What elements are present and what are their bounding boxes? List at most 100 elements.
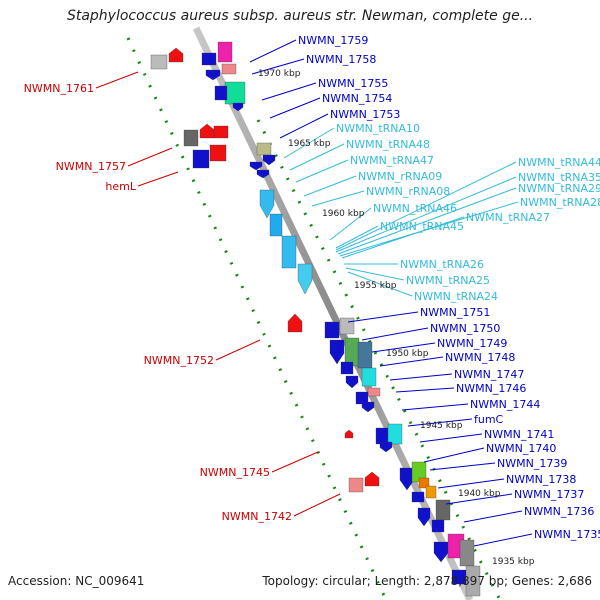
gene-label[interactable]: NWMN_1739 <box>497 457 567 470</box>
gene-feature[interactable] <box>262 154 276 166</box>
gene-label-reverse[interactable]: NWMN_1757 <box>56 160 126 173</box>
gene-feature[interactable] <box>269 213 283 237</box>
leader-line <box>395 387 455 393</box>
gene-label[interactable]: NWMN_1748 <box>445 351 515 364</box>
gene-feature[interactable] <box>217 41 233 63</box>
rna-label[interactable]: NWMN_tRNA35 <box>518 171 600 184</box>
gene-feature[interactable] <box>224 81 246 105</box>
gene-feature[interactable] <box>232 102 244 112</box>
rna-label[interactable]: NWMN_rRNA08 <box>366 185 450 198</box>
gene-label[interactable]: fumC <box>474 413 504 426</box>
rna-label[interactable]: NWMN_tRNA24 <box>414 290 498 303</box>
gene-feature[interactable] <box>329 339 345 365</box>
gene-label-reverse[interactable]: NWMN_1752 <box>144 354 214 367</box>
gene-label[interactable]: NWMN_1737 <box>514 488 584 501</box>
gene-label[interactable]: NWMN_1751 <box>420 306 490 319</box>
gene-feature[interactable] <box>297 263 313 295</box>
gene-feature[interactable] <box>213 125 229 139</box>
gene-feature[interactable] <box>192 149 210 169</box>
gene-label[interactable]: NWMN_1738 <box>506 473 576 486</box>
rna-label[interactable]: NWMN_tRNA48 <box>346 138 430 151</box>
gene-feature[interactable] <box>256 169 270 179</box>
gene-feature[interactable] <box>399 467 415 491</box>
gene-feature[interactable] <box>367 387 381 397</box>
leader-line <box>95 71 139 89</box>
gene-feature[interactable] <box>417 507 431 527</box>
gene-label[interactable]: NWMN_1753 <box>330 108 400 121</box>
gene-feature[interactable] <box>344 337 360 367</box>
gene-feature[interactable] <box>375 427 389 445</box>
rna-label[interactable]: NWMN_tRNA45 <box>380 220 464 233</box>
gene-feature[interactable] <box>364 471 380 487</box>
gene-feature[interactable] <box>214 85 228 101</box>
accession-text: Accession: NC_009641 <box>8 574 145 588</box>
gene-feature[interactable] <box>425 485 437 499</box>
gene-feature[interactable] <box>418 477 430 489</box>
gene-label[interactable]: NWMN_1754 <box>322 92 392 105</box>
rna-label[interactable]: NWMN_tRNA44 <box>518 156 600 169</box>
gene-feature[interactable] <box>256 142 272 156</box>
gene-feature[interactable] <box>387 423 403 445</box>
gene-feature[interactable] <box>348 477 364 493</box>
gene-feature[interactable] <box>435 499 451 521</box>
gene-label-reverse[interactable]: NWMN_1742 <box>222 510 292 523</box>
gene-feature[interactable] <box>201 52 217 66</box>
gene-feature[interactable] <box>411 491 425 503</box>
gene-label-reverse[interactable]: NWMN_1745 <box>200 466 270 479</box>
gene-label[interactable]: NWMN_1755 <box>318 77 388 90</box>
rna-label[interactable]: NWMN_tRNA47 <box>350 154 434 167</box>
gene-feature[interactable] <box>259 189 275 219</box>
gene-label[interactable]: NWMN_1749 <box>437 337 507 350</box>
gene-feature[interactable] <box>361 401 375 413</box>
gene-feature[interactable] <box>209 144 227 162</box>
gene-feature[interactable] <box>433 541 449 563</box>
gene-label[interactable]: NWMN_1759 <box>298 34 368 47</box>
gene-feature[interactable] <box>249 161 263 171</box>
rna-label[interactable]: NWMN_tRNA26 <box>400 258 484 271</box>
gene-feature[interactable] <box>361 367 377 387</box>
gene-label[interactable]: NWMN_1736 <box>524 505 594 518</box>
gene-feature[interactable] <box>168 47 184 63</box>
rna-label[interactable]: NWMN_tRNA46 <box>373 202 457 215</box>
gene-label[interactable]: NWMN_1741 <box>484 428 554 441</box>
leader-line <box>335 225 379 249</box>
gene-feature[interactable] <box>459 539 475 567</box>
gene-label[interactable]: NWMN_1735 <box>534 528 600 541</box>
gene-label[interactable]: NWMN_1744 <box>470 398 540 411</box>
gene-label[interactable]: NWMN_1747 <box>454 368 524 381</box>
gene-feature[interactable] <box>281 235 297 269</box>
gene-feature[interactable] <box>345 375 359 389</box>
gene-feature[interactable] <box>339 317 355 335</box>
rna-label[interactable]: NWMN_tRNA27 <box>466 211 550 224</box>
gene-feature[interactable] <box>357 341 373 369</box>
gene-feature[interactable] <box>205 69 221 81</box>
gene-feature[interactable] <box>379 441 393 453</box>
gene-feature[interactable] <box>183 129 199 147</box>
gene-label[interactable]: NWMN_1746 <box>456 382 526 395</box>
gene-label[interactable]: NWMN_1740 <box>486 442 556 455</box>
gene-label-reverse[interactable]: NWMN_1761 <box>24 82 94 95</box>
gene-label[interactable]: NWMN_1750 <box>430 322 500 335</box>
leader-line <box>127 147 173 167</box>
gene-feature[interactable] <box>340 361 354 375</box>
kbp-tick-label: 1945 kbp <box>420 421 463 431</box>
gene-feature[interactable] <box>465 565 481 597</box>
gene-label-reverse[interactable]: hemL <box>105 180 136 193</box>
gene-feature[interactable] <box>150 54 168 70</box>
gene-feature[interactable] <box>221 63 237 75</box>
map-title: Staphylococcus aureus subsp. aureus str.… <box>66 8 534 24</box>
gene-feature[interactable] <box>287 313 303 333</box>
leader-line <box>271 451 319 473</box>
rna-label[interactable]: NWMN_rRNA09 <box>358 170 442 183</box>
rna-label[interactable]: NWMN_tRNA28 <box>520 196 600 209</box>
rna-label[interactable]: NWMN_tRNA10 <box>336 122 420 135</box>
leader-line <box>279 113 329 139</box>
rna-label[interactable]: NWMN_tRNA25 <box>406 274 490 287</box>
gene-feature[interactable] <box>344 429 354 439</box>
gene-feature[interactable] <box>431 519 445 533</box>
rna-label[interactable]: NWMN_tRNA29 <box>518 182 600 195</box>
gene-label[interactable]: NWMN_1758 <box>306 53 376 66</box>
gene-feature[interactable] <box>324 321 340 339</box>
gene-feature[interactable] <box>199 123 215 139</box>
